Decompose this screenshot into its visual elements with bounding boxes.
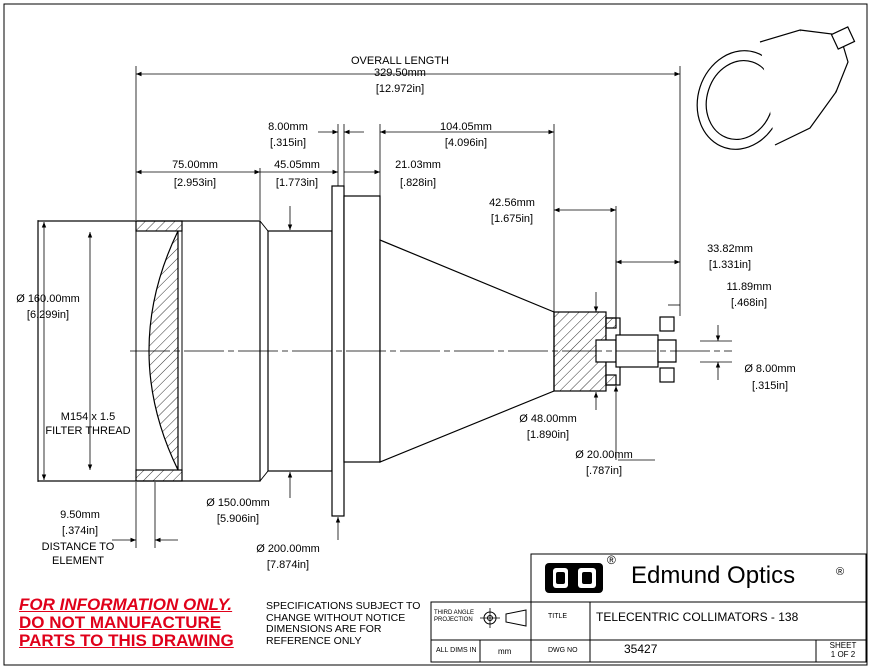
dia-200-mm: Ø 200.00mm: [256, 543, 320, 555]
dim-104-in: [4.096in]: [445, 137, 487, 149]
sheet-value: 1 OF 2: [830, 650, 856, 659]
iso-view: [696, 26, 856, 150]
dim-45-in: [1.773in]: [276, 177, 318, 189]
logo-registered-mark: ®: [607, 553, 616, 567]
projection-label-1: THIRD ANGLE: [434, 610, 475, 616]
sheet-border: [3, 3, 868, 666]
dia-150-in: [5.906in]: [217, 513, 259, 525]
dim-33-in: [1.331in]: [709, 259, 751, 271]
dim-11-in: [.468in]: [731, 297, 767, 309]
overall-length-label: OVERALL LENGTH: [351, 55, 449, 67]
overall-length-in: [12.972in]: [376, 83, 424, 95]
thread-line-2: FILTER THREAD: [45, 425, 130, 437]
dim-104-mm: 104.05mm: [440, 121, 492, 133]
dim-75-mm: 75.00mm: [172, 159, 218, 171]
dim-9-note-1: DISTANCE TO: [42, 541, 115, 553]
dia-160-in: [6.299in]: [27, 309, 69, 321]
notice-line-4: REFERENCE ONLY: [266, 634, 362, 647]
notice-line-1: SPECIFICATIONS SUBJECT TO: [266, 600, 421, 612]
dim-11-mm: 11.89mm: [726, 281, 771, 293]
company-logo: EO: [548, 571, 600, 572]
dia-200-in: [7.874in]: [267, 559, 309, 571]
disclaimer-line-1: FOR INFORMATION ONLY.: [19, 595, 233, 614]
projection-label-2: PROJECTION: [434, 617, 473, 623]
dim-42-mm: 42.56mm: [489, 197, 535, 209]
dim-8-in: [.315in]: [270, 137, 306, 149]
dim-9-mm: 9.50mm: [60, 509, 100, 521]
disclaimer-line-3: PARTS TO THIS DRAWING: [19, 631, 234, 650]
dim-45-mm: 45.05mm: [274, 159, 320, 171]
dia-48-mm: Ø 48.00mm: [519, 413, 576, 425]
notice-line-3: DIMENSIONS ARE FOR: [266, 623, 382, 635]
dia-48-in: [1.890in]: [527, 429, 569, 441]
extension-lines: [37, 66, 681, 548]
dia-160-mm: Ø 160.00mm: [16, 293, 80, 305]
title-label: TITLE: [548, 613, 568, 620]
sheet-label: SHEET: [829, 641, 857, 650]
dim-9-in: [.374in]: [62, 525, 98, 537]
notice-line-2: CHANGE WITHOUT NOTICE: [266, 611, 406, 624]
thread-line-1: M154 x 1.5: [61, 411, 115, 423]
disclaimer-line-2: DO NOT MANUFACTURE: [19, 613, 222, 632]
notice: SPECIFICATIONS SUBJECT TO CHANGE WITHOUT…: [266, 600, 426, 647]
dim-42-in: [1.675in]: [491, 213, 533, 225]
dia-8-in: [.315in]: [752, 380, 788, 392]
dimension-labels: OVERALL LENGTH 329.50mm [12.972in] 75.00…: [16, 55, 795, 571]
dim-9-note-2: ELEMENT: [52, 555, 104, 567]
dim-75-in: [2.953in]: [174, 177, 216, 189]
collimator-body: [37, 185, 732, 517]
title-block-frame: [430, 553, 867, 663]
disclaimer: FOR INFORMATION ONLY. DO NOT MANUFACTURE…: [19, 596, 257, 650]
title-value: TELECENTRIC COLLIMATORS - 138: [596, 610, 799, 624]
dim-21-in: [.828in]: [400, 177, 436, 189]
dimension-lines: [41, 71, 732, 543]
dia-8-mm: Ø 8.00mm: [744, 363, 795, 375]
dim-21-mm: 21.03mm: [395, 159, 441, 171]
dwg-label: DWG NO: [548, 647, 578, 654]
dia-20-in: [.787in]: [586, 465, 622, 477]
all-dims-value: mm: [498, 647, 512, 656]
dim-8-mm: 8.00mm: [268, 121, 308, 133]
company-name: Edmund Optics: [631, 562, 796, 589]
dwg-value: 35427: [624, 642, 658, 656]
overall-length-mm: 329.50mm: [374, 67, 426, 79]
dim-33-mm: 33.82mm: [707, 243, 753, 255]
company-registered-mark: ®: [836, 566, 845, 578]
dia-150-mm: Ø 150.00mm: [206, 497, 270, 509]
all-dims-label: ALL DIMS IN: [436, 647, 477, 654]
dia-20-mm: Ø 20.00mm: [575, 449, 632, 461]
